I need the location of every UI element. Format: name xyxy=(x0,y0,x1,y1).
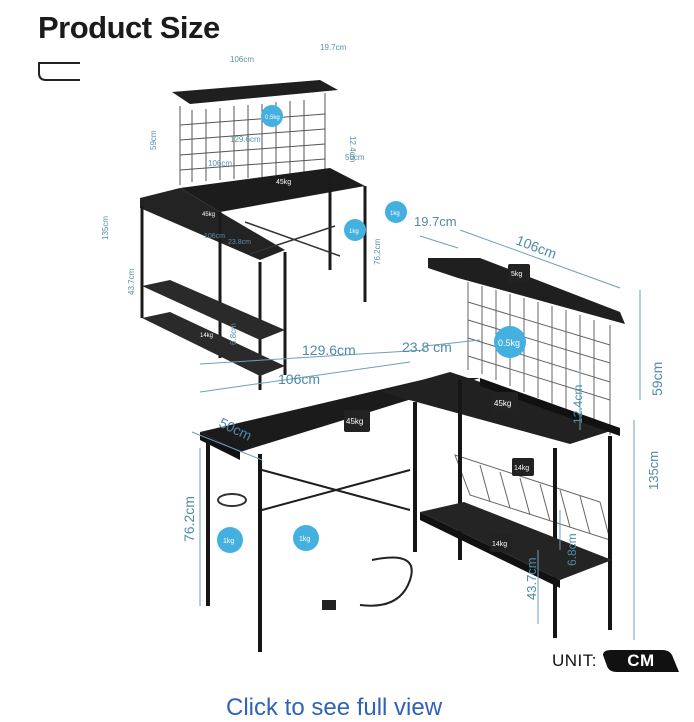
small-height-total: 135cm xyxy=(101,216,110,240)
large-height-desk: 76.2cm xyxy=(181,496,197,542)
small-load-1kg-b: 1kg xyxy=(390,211,400,217)
large-width-desk: 106cm xyxy=(278,371,320,387)
unit-value: CM xyxy=(627,651,655,670)
small-shelf-gap: 6.8cm xyxy=(229,323,238,345)
small-width-side-depth: 23.8cm xyxy=(228,239,251,246)
product-dimension-image: 106cm 19.7cm 129.6cm 106cm 50cm 106cm 23… xyxy=(80,40,680,670)
large-gap: 12.4cm xyxy=(571,385,585,424)
small-load-shelf: 14kg xyxy=(200,333,213,339)
large-shelf-gap: 6.8cm xyxy=(565,533,579,566)
unit-label: UNIT: xyxy=(552,651,597,670)
small-span: 129.6cm xyxy=(230,135,261,144)
large-depth-side: 23.8 cm xyxy=(402,339,452,355)
large-shelf-height: 43.7cm xyxy=(524,557,539,600)
small-load-desk: 45kg xyxy=(276,179,291,186)
unit-indicator: UNIT: CM xyxy=(552,650,679,672)
large-load-hook: 0.5kg xyxy=(498,338,520,348)
small-depth-desk: 50cm xyxy=(345,153,365,162)
large-depth-top: 19.7cm xyxy=(414,214,457,229)
small-hutch-height: 59cm xyxy=(149,130,158,150)
large-load-side: 45kg xyxy=(494,399,511,408)
small-desk-view: 106cm 19.7cm 129.6cm 106cm 50cm 106cm 23… xyxy=(101,43,407,390)
large-load-top: 5kg xyxy=(511,271,522,278)
small-width-side: 106cm xyxy=(204,233,225,240)
see-full-view-link[interactable]: Click to see full view xyxy=(226,694,443,721)
large-hutch-height: 59cm xyxy=(649,362,665,396)
unit-badge: CM xyxy=(603,650,679,672)
small-width-top: 106cm xyxy=(230,55,254,64)
small-height-desk: 76.2cm xyxy=(373,238,382,265)
small-shelf-height: 43.7cm xyxy=(127,268,136,295)
small-gap: 12.4cm xyxy=(348,136,357,163)
large-span: 129.6cm xyxy=(302,342,356,358)
large-height-total: 135cm xyxy=(646,451,661,490)
small-load-1kg-a: 1kg xyxy=(349,229,359,235)
large-load-1kg-a: 1kg xyxy=(223,538,234,545)
large-load-basket: 14kg xyxy=(514,465,529,472)
page-title: Product Size xyxy=(38,10,220,45)
large-load-desk: 45kg xyxy=(346,417,363,426)
large-load-1kg-b: 1kg xyxy=(299,536,310,543)
small-load-side: 45kg xyxy=(202,212,215,218)
large-desk-view: 19.7cm 106cm 59cm 12.4cm 129.6cm 23.8 cm… xyxy=(181,214,665,652)
small-load-hook: 0.5kg xyxy=(265,115,280,121)
large-load-shelf: 14kg xyxy=(492,541,507,548)
small-depth-top: 19.7cm xyxy=(320,43,347,52)
small-width-desk: 106cm xyxy=(208,159,232,168)
